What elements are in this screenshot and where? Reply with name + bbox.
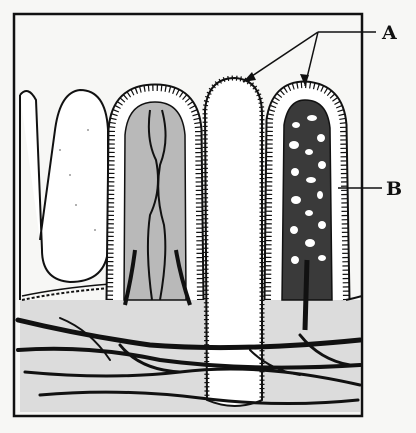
villus-plain-left <box>20 90 108 282</box>
submucosa-region <box>20 300 360 412</box>
label-a-arrowhead-1 <box>243 72 256 82</box>
label-a: A <box>381 22 397 44</box>
label-b: B <box>386 178 402 200</box>
villus-plain-center <box>205 78 262 406</box>
label-a-arrow-1 <box>243 32 318 82</box>
capillary-trunk <box>305 260 307 330</box>
